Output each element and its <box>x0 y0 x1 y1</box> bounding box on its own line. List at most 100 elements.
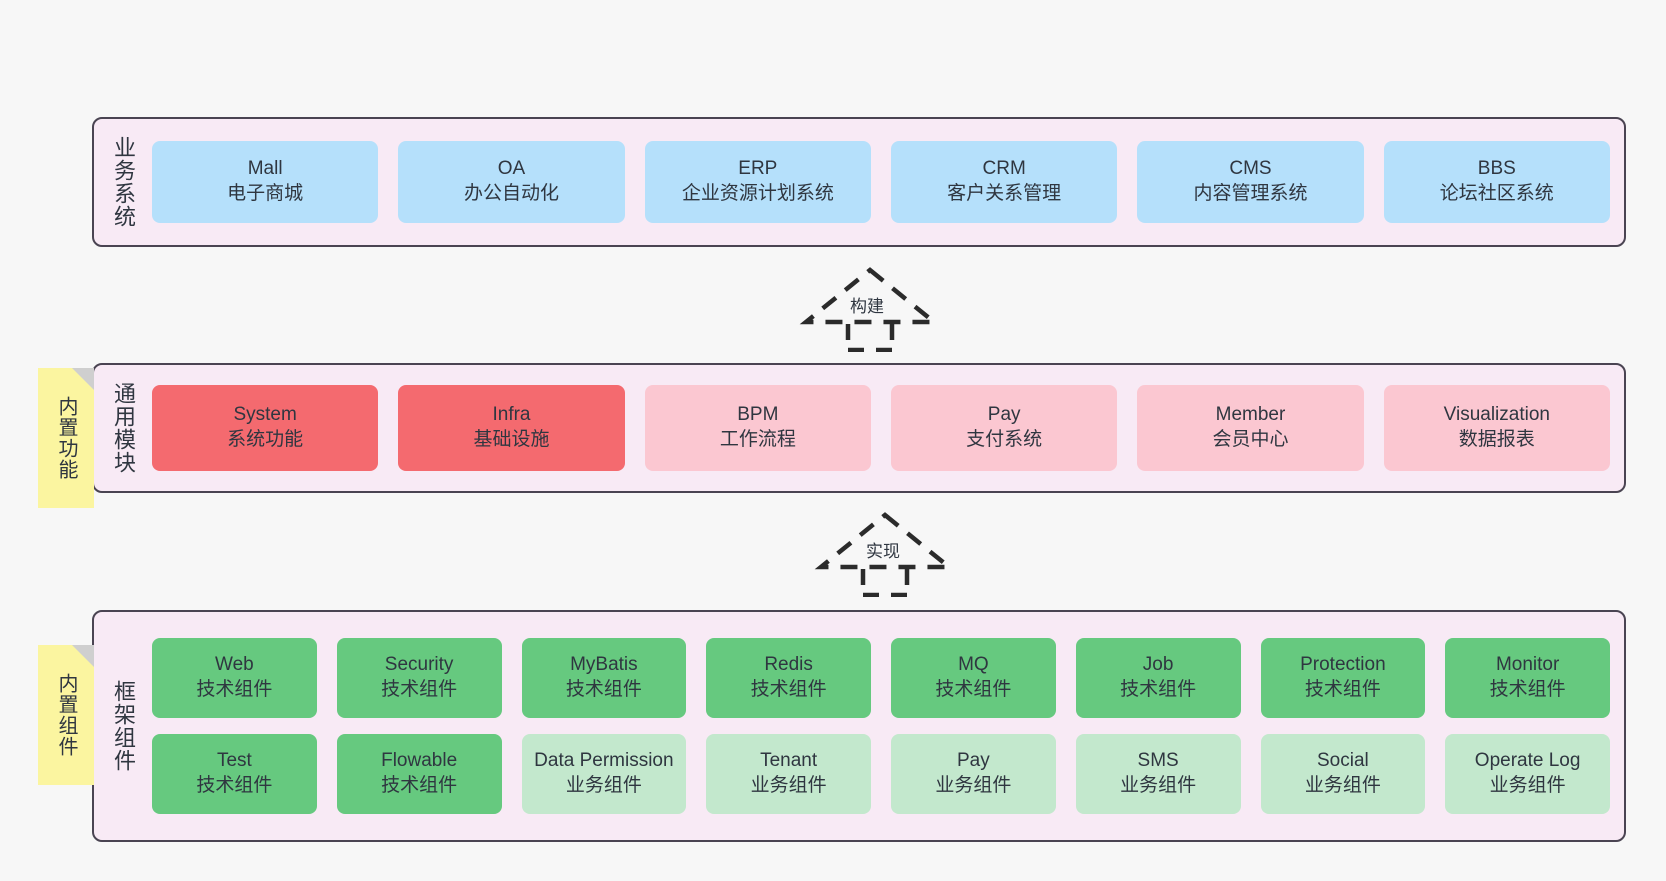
component-card-flowable[interactable]: Flowable 技术组件 <box>336 734 502 814</box>
module-card-bpm[interactable]: BPM 工作流程 <box>644 385 871 471</box>
card-subtitle: 技术组件 <box>935 679 1012 700</box>
card-row: Test 技术组件 Flowable 技术组件 Data Permission … <box>152 734 1610 814</box>
card-title: CMS <box>1229 158 1272 180</box>
module-card-member[interactable]: Member 会员中心 <box>1137 385 1364 471</box>
connector-label-build: 构建 <box>850 297 884 316</box>
card-title: Job <box>1142 654 1174 676</box>
component-card-test[interactable]: Test 技术组件 <box>152 734 317 814</box>
card-title: Mall <box>247 158 283 180</box>
layer-title-framework-components: 框架组件 <box>110 680 136 772</box>
module-card-infra[interactable]: Infra 基础设施 <box>398 385 625 471</box>
layer-body-framework-components: Web 技术组件 Security 技术组件 MyBatis 技术组件 Redi… <box>152 612 1624 840</box>
module-card-system[interactable]: System 系统功能 <box>152 385 379 471</box>
card-subtitle: 技术组件 <box>196 679 273 700</box>
module-card-oa[interactable]: OA 办公自动化 <box>398 141 625 223</box>
card-title: Pay <box>987 404 1021 426</box>
card-subtitle: 系统功能 <box>227 429 304 450</box>
card-title: Flowable <box>381 750 458 772</box>
card-subtitle: 业务组件 <box>565 775 642 796</box>
card-title: Member <box>1215 404 1286 426</box>
card-title: Social <box>1317 750 1369 772</box>
card-title: BBS <box>1477 158 1516 180</box>
card-title: MyBatis <box>570 654 638 676</box>
card-subtitle: 基础设施 <box>473 429 550 450</box>
module-card-pay[interactable]: Pay 支付系统 <box>890 385 1118 471</box>
card-subtitle: 内容管理系统 <box>1193 183 1308 204</box>
arrow-shaft <box>860 569 910 597</box>
card-title: Data Permission <box>534 750 674 772</box>
module-card-visualization[interactable]: Visualization 数据报表 <box>1383 385 1610 471</box>
card-title: OA <box>497 158 526 180</box>
card-title: Test <box>216 750 252 772</box>
component-card-mybatis[interactable]: MyBatis 技术组件 <box>521 638 687 718</box>
component-card-protection[interactable]: Protection 技术组件 <box>1260 638 1426 718</box>
sticky-note-label: 内置功能 <box>55 396 77 480</box>
card-row: Web 技术组件 Security 技术组件 MyBatis 技术组件 Redi… <box>152 638 1610 718</box>
card-subtitle: 技术组件 <box>381 775 458 796</box>
card-subtitle: 技术组件 <box>1489 679 1566 700</box>
card-subtitle: 办公自动化 <box>463 183 559 204</box>
card-subtitle: 技术组件 <box>565 679 642 700</box>
card-subtitle: 技术组件 <box>196 775 273 796</box>
arrow-shaft <box>845 324 895 352</box>
card-title: Tenant <box>760 750 818 772</box>
connector-label-implement: 实现 <box>866 542 900 561</box>
note-fold-corner-icon <box>72 645 94 667</box>
card-title: MQ <box>958 654 989 676</box>
card-title: Operate Log <box>1474 750 1581 772</box>
component-card-sms[interactable]: SMS 业务组件 <box>1075 734 1241 814</box>
card-subtitle: 业务组件 <box>750 775 827 796</box>
component-card-operate-log[interactable]: Operate Log 业务组件 <box>1445 734 1610 814</box>
layer-framework-components: 框架组件 Web 技术组件 Security 技术组件 MyBatis 技术组件… <box>92 610 1626 842</box>
sticky-note-builtin-features[interactable]: 内置功能 <box>38 368 94 508</box>
card-subtitle: 技术组件 <box>381 679 458 700</box>
module-card-mall[interactable]: Mall 电子商城 <box>152 141 379 223</box>
card-title: Security <box>384 654 454 676</box>
card-title: Protection <box>1300 654 1386 676</box>
card-row: Mall 电子商城 OA 办公自动化 ERP 企业资源计划系统 CRM 客户关系… <box>152 141 1610 223</box>
card-title: CRM <box>982 158 1026 180</box>
card-title: SMS <box>1137 750 1179 772</box>
component-card-pay[interactable]: Pay 业务组件 <box>891 734 1056 814</box>
module-card-crm[interactable]: CRM 客户关系管理 <box>890 141 1118 223</box>
component-card-social[interactable]: Social 业务组件 <box>1260 734 1426 814</box>
card-subtitle: 技术组件 <box>1120 679 1197 700</box>
component-card-security[interactable]: Security 技术组件 <box>336 638 502 718</box>
card-subtitle: 业务组件 <box>1489 775 1566 796</box>
arrow-head-triangle <box>814 512 956 570</box>
card-title: ERP <box>738 158 778 180</box>
card-title: Web <box>215 654 254 676</box>
uml-realization-arrow-build <box>799 267 941 352</box>
card-subtitle: 技术组件 <box>1304 679 1381 700</box>
layer-common-modules: 通用模块 System 系统功能 Infra 基础设施 BPM 工作流程 Pay… <box>92 363 1626 493</box>
card-subtitle: 企业资源计划系统 <box>681 183 834 204</box>
module-card-cms[interactable]: CMS 内容管理系统 <box>1137 141 1364 223</box>
module-card-bbs[interactable]: BBS 论坛社区系统 <box>1383 141 1610 223</box>
module-card-erp[interactable]: ERP 企业资源计划系统 <box>644 141 871 223</box>
component-card-monitor[interactable]: Monitor 技术组件 <box>1445 638 1610 718</box>
component-card-tenant[interactable]: Tenant 业务组件 <box>706 734 871 814</box>
card-subtitle: 会员中心 <box>1212 429 1289 450</box>
card-subtitle: 支付系统 <box>966 429 1043 450</box>
component-card-redis[interactable]: Redis 技术组件 <box>706 638 871 718</box>
card-title: Infra <box>492 404 531 426</box>
component-card-data-permission[interactable]: Data Permission 业务组件 <box>521 734 687 814</box>
card-subtitle: 论坛社区系统 <box>1439 183 1554 204</box>
card-subtitle: 客户关系管理 <box>947 183 1062 204</box>
component-card-web[interactable]: Web 技术组件 <box>152 638 317 718</box>
card-title: Pay <box>957 750 990 772</box>
sticky-note-builtin-components[interactable]: 内置组件 <box>38 645 94 785</box>
layer-body-common-modules: System 系统功能 Infra 基础设施 BPM 工作流程 Pay 支付系统… <box>152 365 1624 491</box>
component-card-mq[interactable]: MQ 技术组件 <box>891 638 1056 718</box>
card-subtitle: 工作流程 <box>719 429 796 450</box>
card-title: System <box>233 404 297 426</box>
uml-realization-arrow-implement <box>814 512 956 597</box>
layer-title-common-modules: 通用模块 <box>110 382 136 474</box>
card-subtitle: 业务组件 <box>1304 775 1381 796</box>
component-card-job[interactable]: Job 技术组件 <box>1075 638 1241 718</box>
card-subtitle: 业务组件 <box>1120 775 1197 796</box>
card-title: BPM <box>737 404 779 426</box>
arrow-head-triangle <box>799 267 941 325</box>
sticky-note-label: 内置组件 <box>55 673 77 757</box>
